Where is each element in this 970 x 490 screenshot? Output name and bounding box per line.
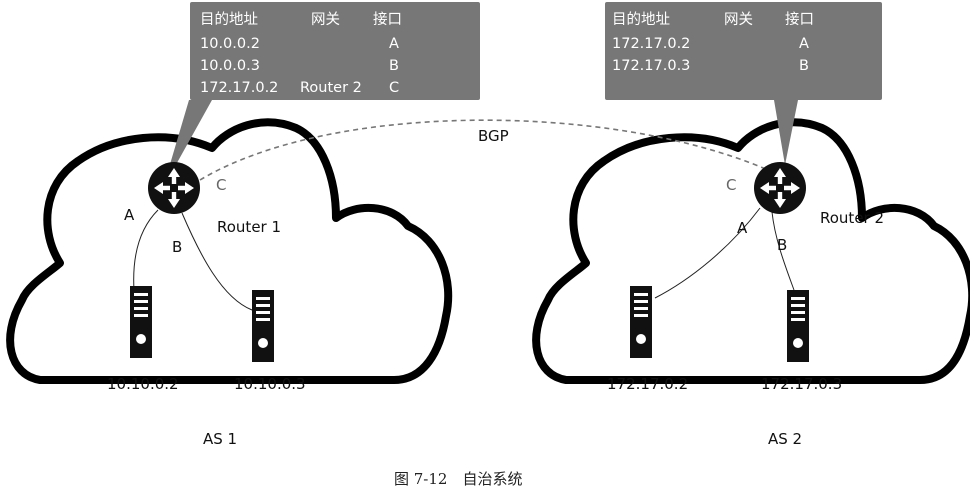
router1-port-a: A bbox=[124, 206, 135, 224]
link-r2-host1 bbox=[654, 207, 761, 299]
rt1-row2-dest: 10.0.0.3 bbox=[200, 58, 260, 74]
rt1-header-gateway: 网关 bbox=[311, 11, 340, 28]
router2-port-c: C bbox=[726, 176, 736, 194]
router-icon bbox=[148, 162, 200, 214]
router2-port-a: A bbox=[737, 219, 748, 237]
rt2-header-gateway: 网关 bbox=[724, 11, 753, 28]
rt1-header-interface: 接口 bbox=[373, 11, 402, 28]
cloud-as1 bbox=[6, 118, 453, 384]
link-r1-host1 bbox=[133, 209, 159, 291]
rt2-row1-dest: 172.17.0.2 bbox=[612, 36, 690, 52]
link-r2-host2 bbox=[771, 211, 795, 291]
figure-caption: 图 7-12 自治系统 bbox=[394, 470, 522, 488]
rt2-row1-interface: A bbox=[799, 36, 809, 52]
router1-port-c: C bbox=[216, 176, 226, 194]
rt1-row1-dest: 10.0.0.2 bbox=[200, 36, 260, 52]
host2-ip: 10.10.0.3 bbox=[234, 375, 306, 393]
host4-ip: 172.17.0.3 bbox=[761, 375, 842, 393]
router2-name: Router 2 bbox=[820, 209, 884, 227]
server-icon bbox=[130, 286, 152, 358]
router-icon bbox=[754, 162, 806, 214]
server-icon bbox=[787, 290, 809, 362]
rt2-header-interface: 接口 bbox=[785, 11, 814, 28]
rt2-header-dest: 目的地址 bbox=[612, 11, 670, 28]
as1-label: AS 1 bbox=[203, 430, 237, 448]
rt2-row2-interface: B bbox=[799, 58, 809, 74]
routing-table-1: 目的地址 网关 接口 10.0.0.2 A 10.0.0.3 B 172.17.… bbox=[163, 2, 480, 188]
host1-ip: 10.10.0.2 bbox=[107, 375, 179, 393]
rt1-header-dest: 目的地址 bbox=[200, 11, 258, 28]
bgp-label: BGP bbox=[478, 127, 509, 145]
rt1-row3-gateway: Router 2 bbox=[300, 80, 362, 96]
rt2-row2-dest: 172.17.0.3 bbox=[612, 58, 690, 74]
router2-port-b: B bbox=[777, 236, 787, 254]
rt1-row2-interface: B bbox=[389, 58, 399, 74]
server-icon bbox=[630, 286, 652, 358]
bgp-link bbox=[199, 119, 769, 181]
link-r1-host2 bbox=[181, 212, 253, 311]
host3-ip: 172.17.0.2 bbox=[607, 375, 688, 393]
server-icon bbox=[252, 290, 274, 362]
router1-name: Router 1 bbox=[217, 218, 281, 236]
rt1-row3-interface: C bbox=[389, 80, 399, 96]
routing-table-2: 目的地址 网关 接口 172.17.0.2 A 172.17.0.3 B bbox=[605, 2, 882, 165]
rt1-row3-dest: 172.17.0.2 bbox=[200, 80, 278, 96]
as2-label: AS 2 bbox=[768, 430, 802, 448]
router1-port-b: B bbox=[172, 238, 182, 256]
cloud-as2 bbox=[532, 118, 970, 384]
rt1-row1-interface: A bbox=[389, 36, 399, 52]
